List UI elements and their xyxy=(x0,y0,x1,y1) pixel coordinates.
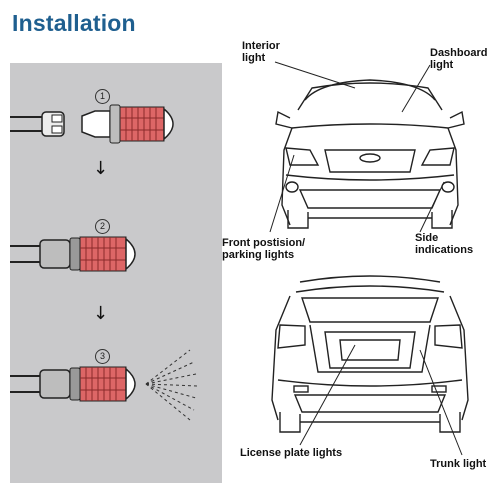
bulb-separated-icon xyxy=(10,104,174,144)
bulb-lit-icon xyxy=(10,349,199,421)
page-title: Installation xyxy=(12,10,136,36)
step-2-number: 2 xyxy=(95,219,110,234)
bulb-inserted-icon xyxy=(10,236,136,272)
dashboard-light-label: Dashboard light xyxy=(430,47,488,71)
step-1-number: 1 xyxy=(95,89,110,104)
front-position-lights-label: Front postision/ parking lights xyxy=(222,237,306,261)
side-indications-label: Side indications xyxy=(415,232,474,256)
down-arrow-icon: ↓ xyxy=(93,158,109,179)
down-arrow-icon: ↓ xyxy=(93,303,109,324)
trunk-light-label: Trunk light xyxy=(430,458,487,470)
step-3-number: 3 xyxy=(95,349,110,364)
license-plate-lights-label: License plate lights xyxy=(240,447,343,459)
car-rear-icon xyxy=(271,275,469,433)
interior-light-label: Interior light xyxy=(242,40,280,64)
car-front-icon xyxy=(275,79,465,229)
